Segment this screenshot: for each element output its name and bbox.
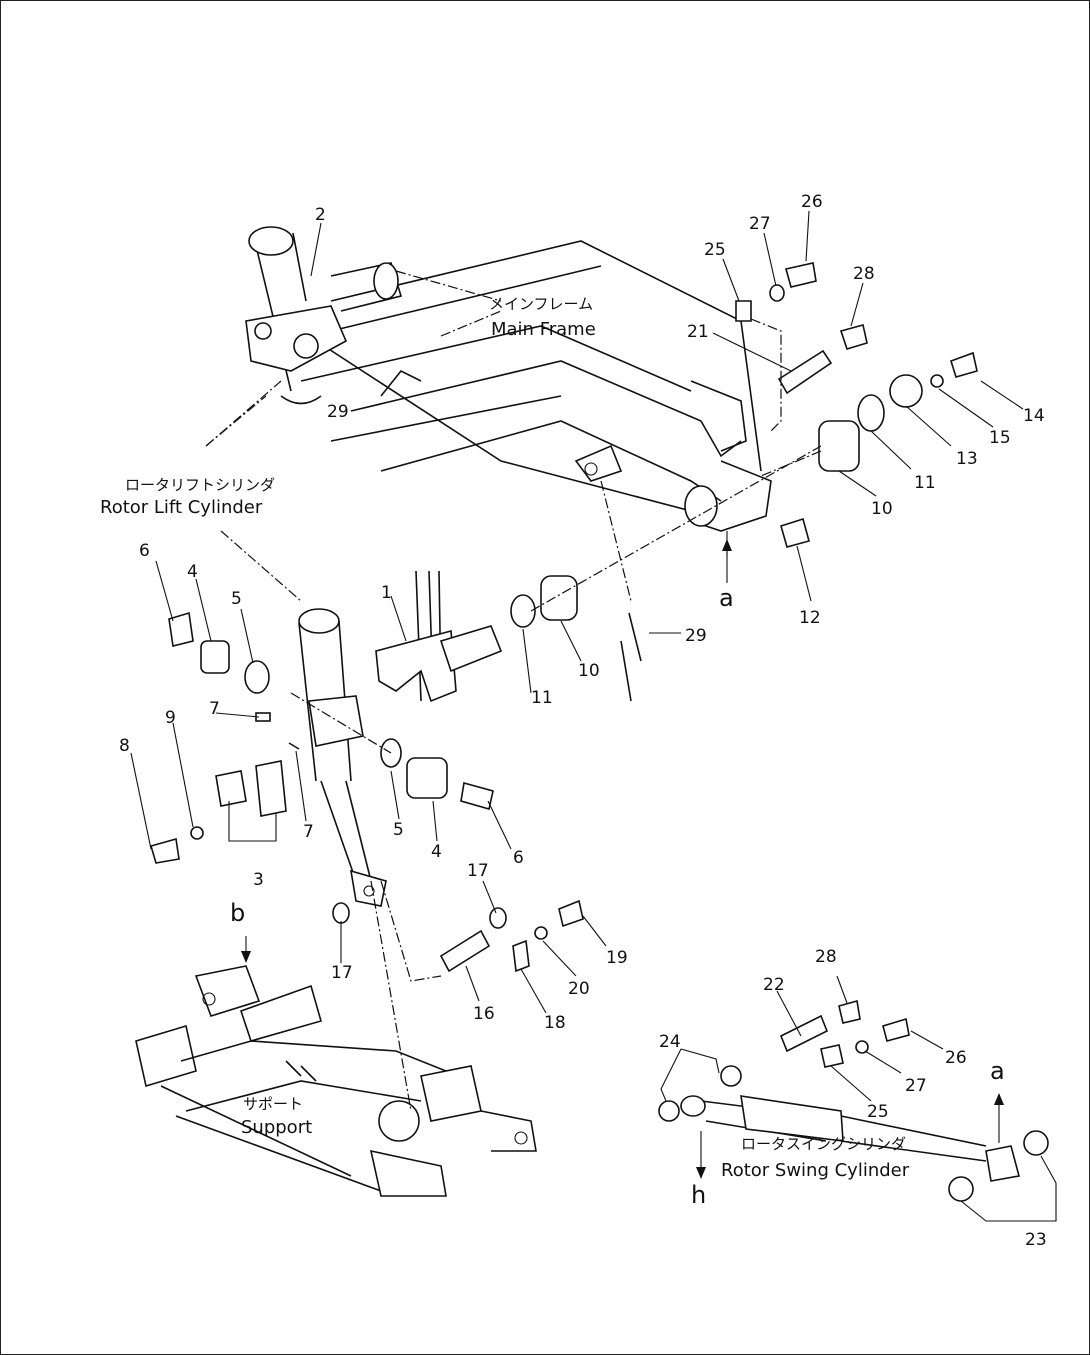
label-a-lower: a [990,1057,1005,1085]
callout-11a: 11 [914,473,936,493]
callout-1: 1 [381,583,392,603]
callout-28: 28 [853,264,875,284]
callout-22: 22 [763,975,785,995]
callout-16: 16 [473,1004,495,1024]
callout-26: 26 [801,192,823,212]
callout-3: 3 [253,870,264,890]
rotor-lift-cylinder-en: Rotor Lift Cylinder [100,497,263,518]
rotor-lift-cylinder-jp: ロータリフトシリンダ [125,476,275,494]
callout-20: 20 [568,979,590,999]
callout-25: 25 [704,240,726,260]
callout-6b: 6 [513,848,524,868]
label-h: h [691,1181,706,1209]
callout-29b: 29 [685,626,707,646]
callout-17b: 17 [331,963,353,983]
callout-14: 14 [1023,406,1045,426]
callout-8: 8 [119,736,130,756]
support-en: Support [241,1117,312,1138]
callout-11b: 11 [531,688,553,708]
callout-2: 2 [315,205,326,225]
label-a-upper: a [719,584,734,612]
upper-cylinder-drawing [245,226,403,405]
callout-6a: 6 [139,541,150,561]
callout-29a: 29 [327,402,349,422]
callout-12: 12 [799,608,821,628]
callout-19: 19 [606,948,628,968]
callout-10a: 10 [871,499,893,519]
support-jp: サポート [243,1095,303,1113]
callout-27: 27 [749,214,771,234]
main-frame-jp: メインフレーム [489,295,593,313]
callout-25b: 25 [867,1102,889,1122]
callout-24: 24 [659,1032,681,1052]
leader-lines [130,210,1057,1222]
callout-4b: 4 [431,842,442,862]
callout-23: 23 [1025,1230,1047,1250]
callout-5b: 5 [393,820,404,840]
rotor-swing-cylinder-en: Rotor Swing Cylinder [721,1160,910,1181]
callout-17a: 17 [467,861,489,881]
main-frame-en: Main Frame [491,319,596,340]
label-b: b [230,899,245,927]
callout-28b: 28 [815,947,837,967]
callout-7b: 7 [303,822,314,842]
callout-26b: 26 [945,1048,967,1068]
callout-10b: 10 [578,661,600,681]
callout-15: 15 [989,428,1011,448]
small-parts [150,262,1049,1202]
support-drawing [135,965,537,1197]
lower-cylinder-drawing [298,608,387,907]
swing-cylinder-drawing [680,1095,1020,1182]
callout-5a: 5 [231,589,242,609]
callout-18: 18 [544,1013,566,1033]
rotor-swing-cylinder-jp: ロータスイングシリンダ [741,1135,906,1153]
callout-13: 13 [956,449,978,469]
callout-4a: 4 [187,562,198,582]
callout-9: 9 [165,708,176,728]
callout-7a: 7 [209,699,220,719]
main-frame-drawing [300,240,772,532]
callout-21: 21 [687,322,709,342]
yoke-part-1-drawing [375,570,503,703]
callout-27b: 27 [905,1076,927,1096]
